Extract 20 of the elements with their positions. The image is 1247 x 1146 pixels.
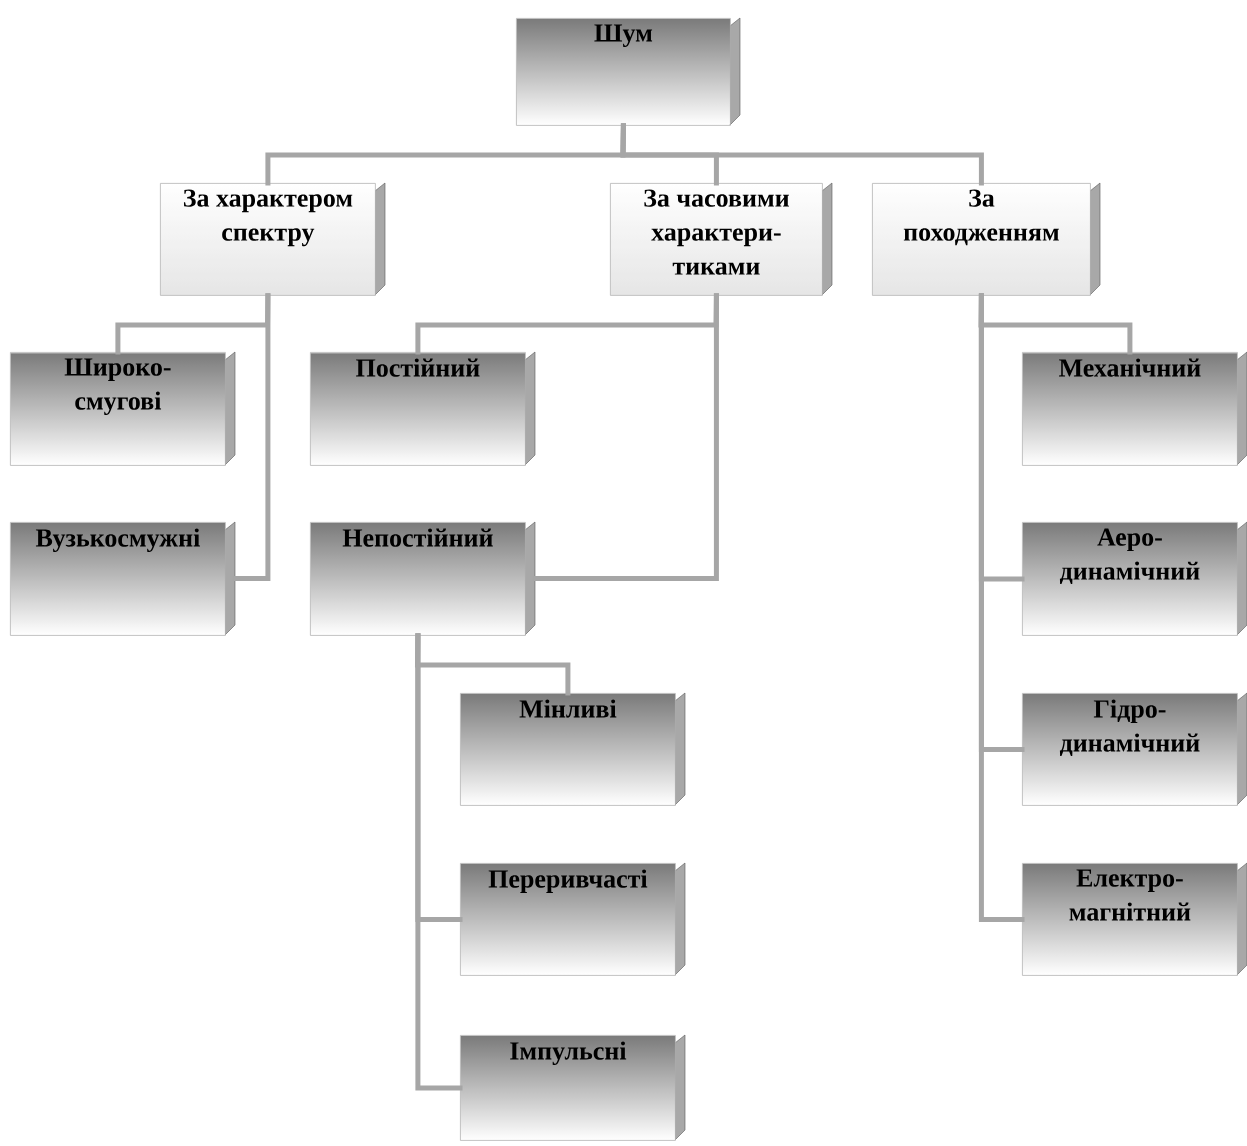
connector-line — [978, 293, 1025, 922]
category-box: Аеро- динамічний — [1022, 521, 1247, 636]
category-box: Імпульсні — [460, 1034, 686, 1141]
category-box: За часовими характери- тиками — [610, 182, 833, 296]
connector-line — [232, 293, 271, 581]
category-box: Непостійний — [310, 521, 536, 636]
connector-line — [620, 123, 984, 186]
category-box: Механічний — [1022, 351, 1247, 466]
category-box: За характером спектру — [160, 182, 386, 296]
category-box: Гідро- динамічний — [1022, 692, 1247, 806]
category-box: Широко- смугові — [10, 351, 236, 466]
category-box: Вузькосмужні — [10, 521, 236, 636]
category-box: Переривчасті — [460, 862, 686, 976]
connector-line — [532, 293, 719, 581]
category-box: Мінливі — [460, 692, 686, 806]
category-box: Електро- магнітний — [1022, 862, 1247, 976]
category-box: Постійний — [310, 351, 536, 466]
category-box: Шум — [516, 17, 741, 126]
connector-line — [415, 633, 463, 1091]
category-box: За походженням — [872, 182, 1101, 296]
